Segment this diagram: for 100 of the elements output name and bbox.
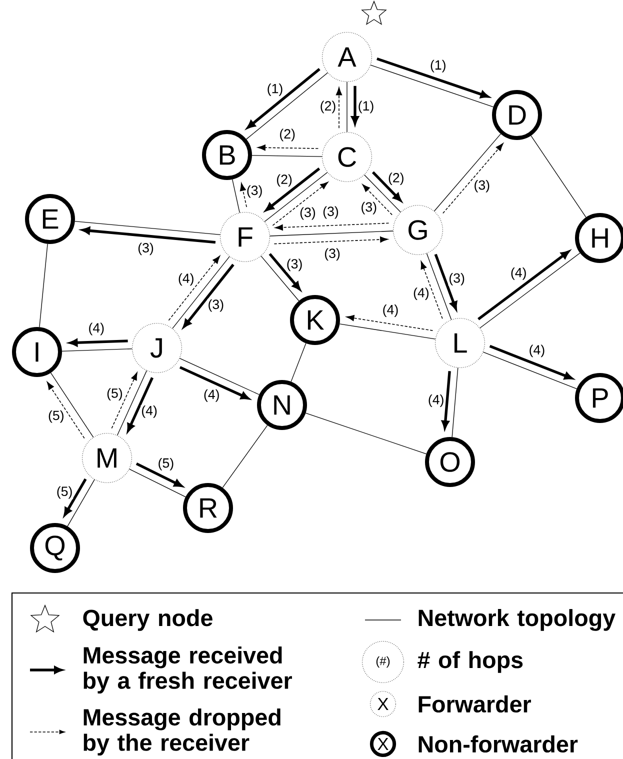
topology-line	[116, 370, 148, 436]
hop-label: (4)	[382, 304, 400, 318]
dropped-message-arrow	[442, 143, 504, 214]
dropped-message-arrow	[346, 315, 434, 331]
hop-label: (4)	[178, 272, 195, 286]
hop-label: (3)	[207, 298, 224, 312]
message-arrow	[478, 250, 570, 320]
non-forwarder-node: K	[290, 295, 340, 345]
hop-label: (1)	[357, 100, 375, 114]
hop-label: (3)	[473, 180, 490, 193]
dropped-message-arrow	[274, 222, 390, 231]
message-arrow	[69, 338, 128, 346]
topology-line	[452, 368, 458, 438]
hop-label: (2)	[278, 128, 296, 142]
non-forwarder-node: B	[202, 130, 252, 180]
topology-line	[67, 479, 95, 527]
forwarder-node: C	[322, 132, 372, 182]
legend-text: # of hops	[418, 651, 523, 673]
message-arrow	[372, 171, 402, 202]
dropped-message-arrow	[240, 182, 248, 208]
hop-label: (5)	[106, 388, 124, 401]
topology-line	[252, 155, 322, 157]
hop-label: (4)	[140, 405, 158, 418]
dropped-message-arrow	[168, 256, 220, 321]
dropped-message-arrow	[336, 87, 342, 128]
hop-label: (1)	[430, 60, 447, 73]
non-forwarder-node: E	[25, 194, 75, 244]
legend-text: Message dropped by the receiver	[84, 708, 280, 756]
legend-text: Query node	[83, 609, 212, 631]
topology-line	[50, 372, 94, 438]
legend-text: Network topology	[418, 609, 616, 631]
non-forwarder-node: N	[257, 380, 307, 430]
message-arrow	[268, 253, 301, 290]
non-forwarder-node: I	[12, 327, 62, 377]
topology-line	[364, 174, 401, 212]
topology-line	[222, 424, 268, 488]
topology-line	[434, 134, 502, 212]
non-forwarder-node: H	[575, 213, 623, 263]
topology-line	[232, 179, 240, 213]
hop-label: (3)	[322, 206, 340, 220]
topology-line	[480, 252, 580, 328]
topology-line	[246, 72, 328, 140]
message-arrow	[265, 168, 320, 212]
dropped-message-arrow	[362, 184, 392, 216]
hop-label: (5)	[48, 410, 65, 424]
topology-line	[179, 358, 260, 395]
topology-line	[530, 135, 586, 218]
hop-label: (4)	[203, 389, 220, 402]
hop-label: (2)	[276, 174, 293, 188]
hop-label: (4)	[88, 322, 105, 336]
message-arrow	[246, 68, 320, 129]
forwarder-node: F	[220, 212, 270, 262]
hop-label: (4)	[528, 344, 546, 358]
hop-label: (2)	[388, 172, 405, 186]
message-arrow	[376, 58, 489, 98]
message-arrow	[183, 264, 234, 328]
message-arrow	[64, 478, 87, 516]
hop-label: (1)	[266, 83, 284, 96]
hop-label: (4)	[412, 287, 430, 300]
forwarder-node: L	[435, 318, 485, 368]
topology-line	[39, 244, 48, 328]
hop-label: (4)	[510, 267, 528, 280]
topology-line	[305, 412, 427, 454]
hop-label: (3)	[324, 248, 341, 262]
legend-text: Non-forwarder	[418, 735, 578, 753]
topology-line	[290, 342, 306, 382]
message-arrow	[179, 366, 250, 400]
topology-line	[482, 352, 578, 390]
topology-line	[62, 348, 132, 352]
hop-label: (3)	[246, 184, 264, 198]
hop-label: (3)	[299, 206, 316, 220]
non-forwarder-node: O	[425, 437, 475, 487]
topology-line	[264, 172, 328, 222]
legend-text: Forwarder	[418, 695, 531, 713]
topology-line	[172, 256, 230, 329]
hop-label: (5)	[56, 486, 74, 500]
message-arrow	[489, 344, 573, 380]
hop-label: (3)	[360, 202, 378, 215]
legend-text: Message received by a fresh receiver	[84, 646, 292, 694]
topology-line	[270, 230, 394, 236]
topology-line	[339, 324, 436, 340]
hop-label: (3)	[286, 258, 304, 272]
non-forwarder-node: R	[183, 483, 233, 533]
hop-label: (4)	[428, 394, 445, 408]
forwarder-node: J	[132, 323, 182, 373]
hop-label: (3)	[137, 242, 154, 256]
non-forwarder-node: P	[575, 373, 623, 423]
topology-line	[370, 64, 494, 108]
message-arrow	[127, 377, 154, 432]
forwarder-node: G	[393, 205, 443, 255]
non-forwarder-node: D	[492, 90, 542, 140]
dropped-message-arrow	[257, 144, 319, 151]
topology-line	[346, 82, 348, 132]
non-forwarder-node: Q	[30, 523, 80, 573]
forwarder-node: A	[322, 32, 372, 82]
topology-line	[260, 256, 300, 302]
forwarder-node: M	[82, 433, 132, 483]
dropped-message-arrow	[274, 236, 388, 244]
hop-label: (2)	[319, 100, 337, 114]
dropped-message-arrow	[46, 382, 85, 439]
